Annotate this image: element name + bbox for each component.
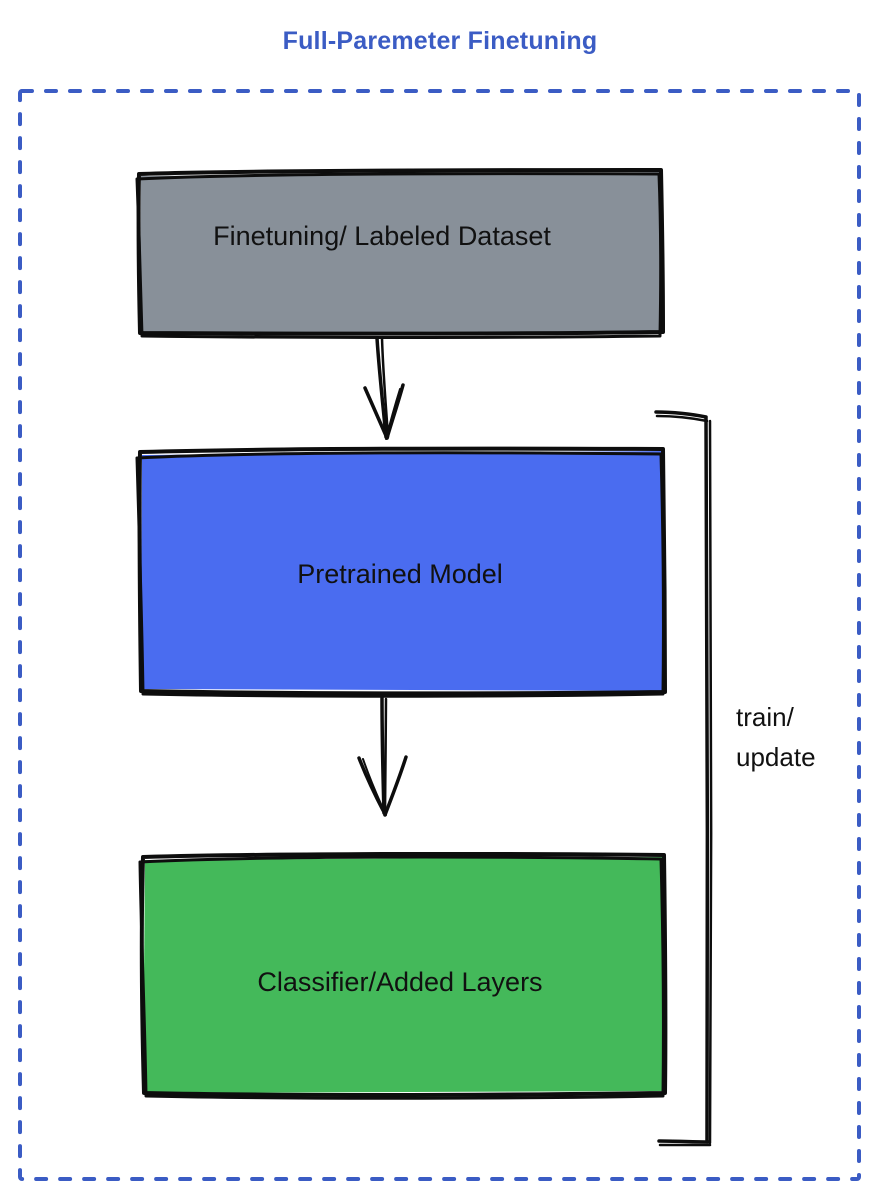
edge-feedback-bracket: train/ update	[654, 410, 816, 1147]
node-dataset-label: Finetuning/ Labeled Dataset	[213, 221, 551, 251]
arrow1-head-right	[385, 383, 405, 440]
arrow-dataset-to-pretrained	[363, 336, 405, 440]
arrow2-head-left-2	[362, 758, 387, 816]
arrow1-shaft-a	[375, 336, 388, 439]
node-classifier-label: Classifier/Added Layers	[257, 967, 542, 997]
edge-label-train: train/	[736, 702, 795, 732]
arrow1-head-right-2	[385, 388, 401, 440]
node-classifier-fill	[143, 857, 665, 1093]
arrow1-head-left	[363, 386, 389, 440]
node-dataset-outline-a	[136, 168, 665, 336]
node-classifier[interactable]: Classifier/Added Layers	[138, 851, 668, 1100]
arrow-pretrained-to-classifier	[357, 695, 408, 817]
arrow2-shaft-b	[383, 697, 388, 816]
node-pretrained[interactable]: Pretrained Model	[135, 446, 667, 698]
node-dataset-outline-b	[135, 172, 663, 339]
node-pretrained-outline-a	[137, 446, 667, 696]
arrow1-shaft-b	[380, 336, 390, 439]
bracket-top-b	[655, 414, 709, 423]
node-pretrained-label: Pretrained Model	[297, 559, 503, 589]
arrow2-head-right	[383, 755, 408, 817]
node-pretrained-fill	[141, 451, 665, 691]
node-classifier-outline-a	[139, 851, 668, 1097]
bracket-vertical-b	[708, 419, 713, 1145]
edge-label-update: update	[736, 742, 816, 772]
bracket-vertical-a	[704, 416, 710, 1144]
diagram-title: Full-Paremeter Finetuning	[283, 27, 598, 55]
node-dataset-fill	[140, 172, 663, 333]
node-pretrained-outline-b	[135, 451, 665, 698]
bracket-top-a	[654, 410, 708, 419]
node-dataset[interactable]: Finetuning/ Labeled Dataset	[135, 168, 665, 339]
node-classifier-outline-b	[138, 855, 665, 1100]
arrow2-shaft-a	[380, 695, 386, 815]
dashed-container-frame	[18, 89, 861, 1181]
bracket-bottom-a	[657, 1139, 711, 1144]
